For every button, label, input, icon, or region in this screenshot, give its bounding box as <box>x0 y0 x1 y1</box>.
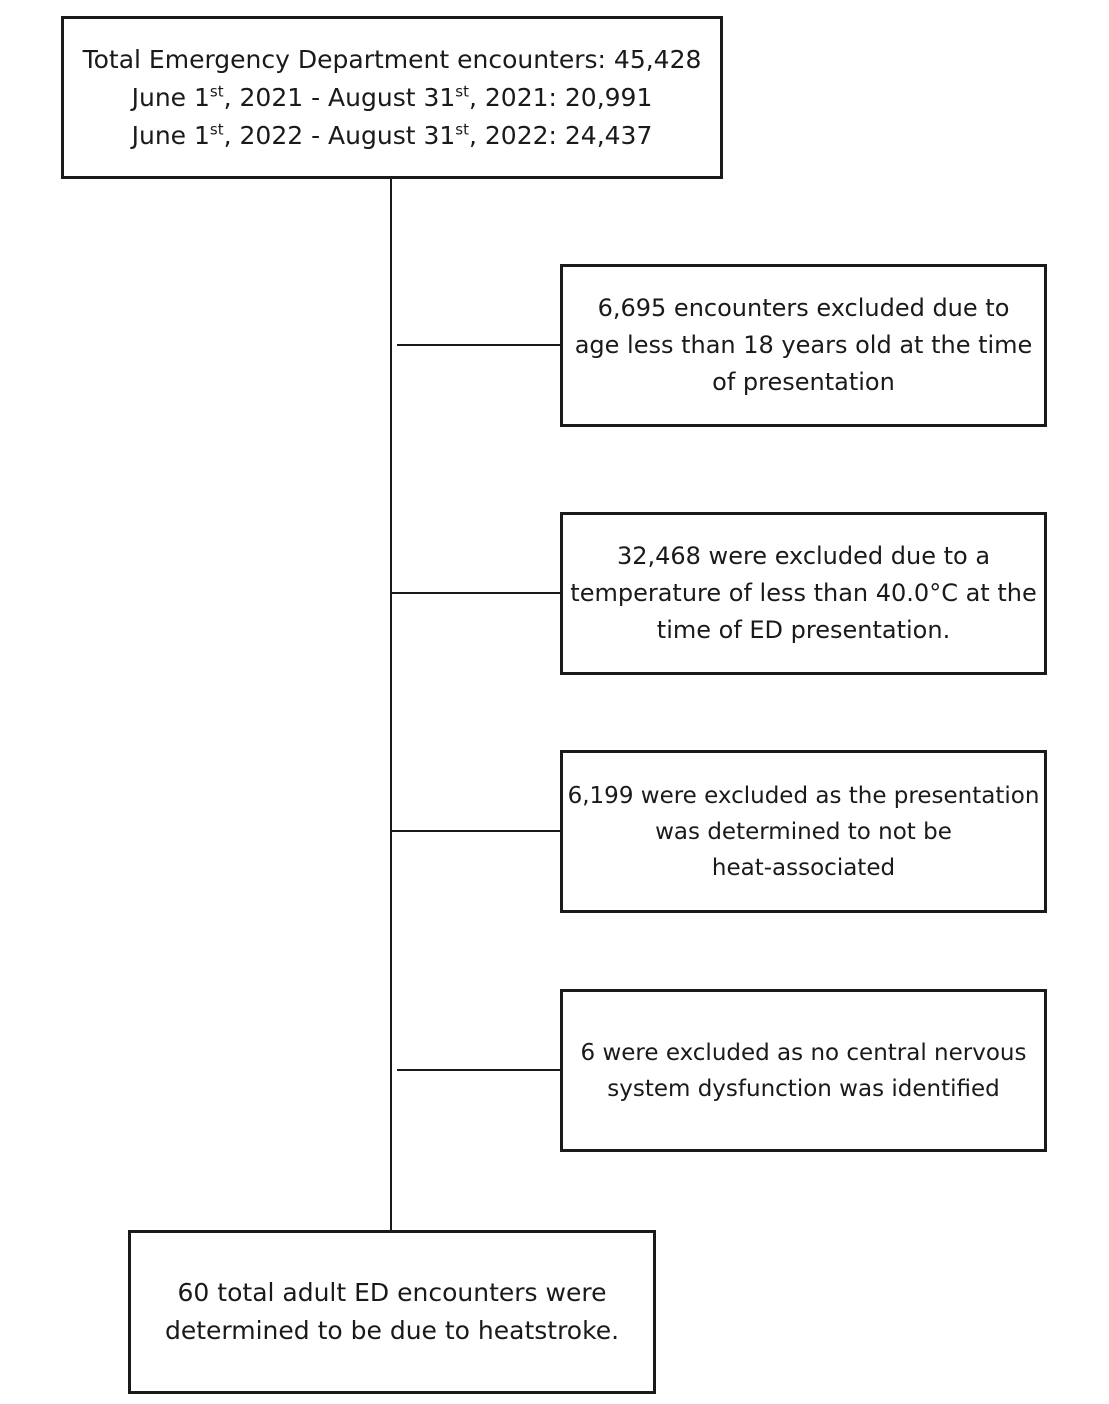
exclusion-box-age: 6,695 encounters excluded due to age les… <box>560 264 1047 427</box>
exclusion-cns-line2: system dysfunction was identified <box>607 1075 1000 1102</box>
exclusion-cns-line1: 6 were excluded as no central nervous <box>580 1039 1027 1066</box>
period-2021-text: June 1st, 2021 - August 31st, 2021: 20,9… <box>131 82 653 112</box>
total-encounters-box: Total Emergency Department encounters: 4… <box>61 16 723 179</box>
period-2022-text: June 1st, 2022 - August 31st, 2022: 24,4… <box>131 120 653 150</box>
exclusion-heat-line3: heat-associated <box>711 854 896 881</box>
branch-connector-heat <box>391 830 561 832</box>
result-line1: 60 total adult ED encounters were <box>177 1278 607 1307</box>
exclusion-age-line2: age less than 18 years old at the time <box>574 331 1033 359</box>
exclusion-box-cns: 6 were excluded as no central nervous sy… <box>560 989 1047 1152</box>
main-vertical-connector <box>390 179 392 1231</box>
exclusion-heat-line1: 6,199 were excluded as the presentation <box>567 782 1040 809</box>
exclusion-heat-line2: was determined to not be <box>655 818 952 845</box>
branch-connector-age <box>397 344 561 346</box>
branch-connector-temperature <box>391 592 561 594</box>
exclusion-box-temperature: 32,468 were excluded due to a temperatur… <box>560 512 1047 675</box>
exclusion-temperature-line2: temperature of less than 40.0°C at the <box>570 579 1037 607</box>
exclusion-age-line3: of presentation <box>712 368 895 396</box>
result-line2: determined to be due to heatstroke. <box>164 1316 620 1345</box>
branch-connector-cns <box>397 1069 561 1071</box>
exclusion-age-line1: 6,695 encounters excluded due to <box>597 294 1010 322</box>
heatstroke-result-box: 60 total adult ED encounters were determ… <box>128 1230 656 1394</box>
total-encounters-text: Total Emergency Department encounters: 4… <box>82 44 702 74</box>
exclusion-box-heat: 6,199 were excluded as the presentation … <box>560 750 1047 913</box>
exclusion-temperature-line1: 32,468 were excluded due to a <box>616 542 991 570</box>
exclusion-temperature-line3: time of ED presentation. <box>656 616 951 644</box>
